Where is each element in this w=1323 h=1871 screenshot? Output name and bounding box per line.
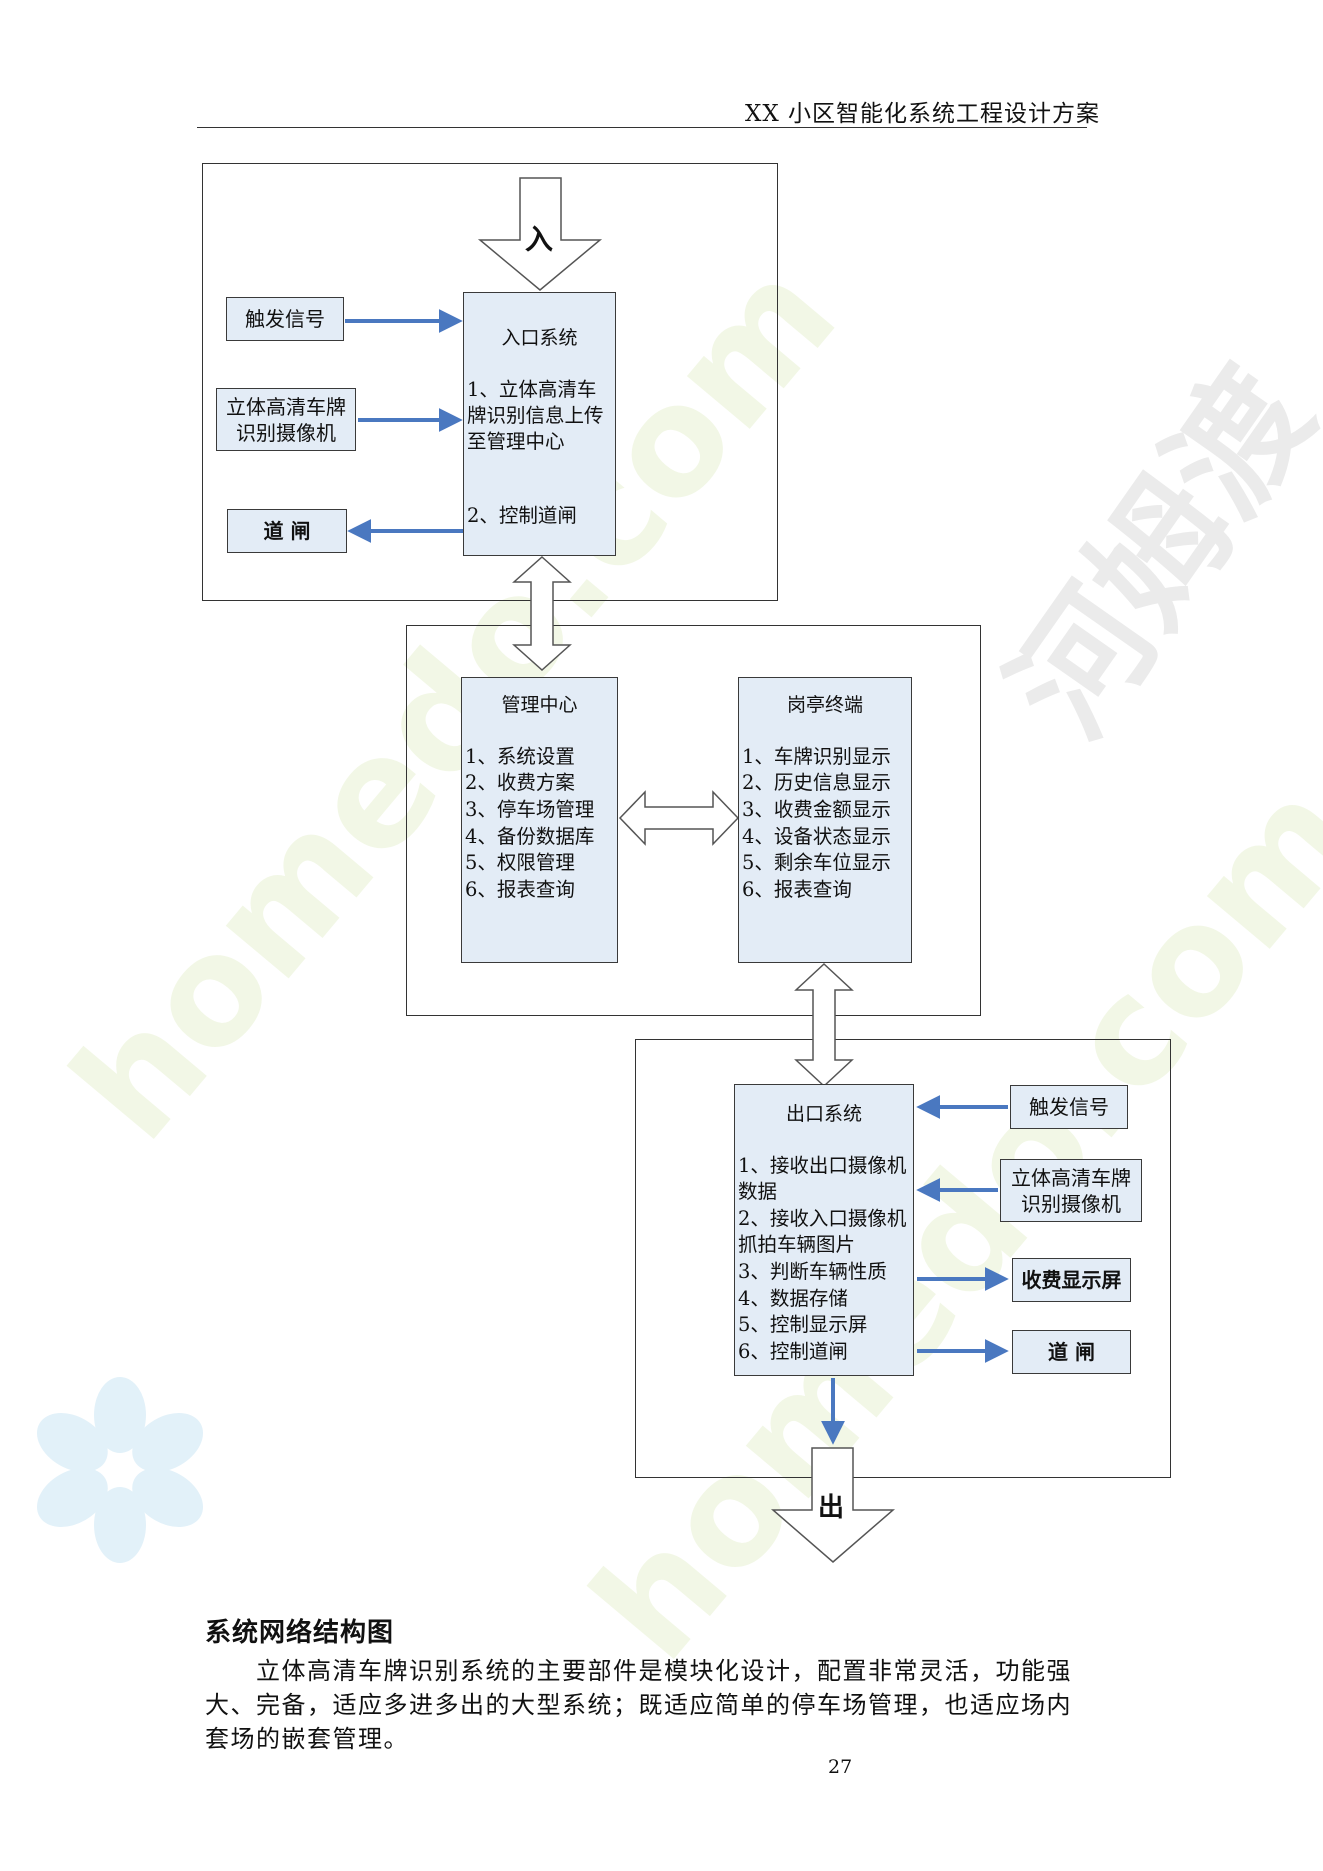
exit-system-box: 出口系统 1、接收出口摄像机 数据 2、接收入口摄像机 抓拍车辆图片 3、判断车… <box>734 1084 914 1376</box>
exit-system-line: 6、控制道闸 <box>738 1340 848 1363</box>
exit-gate-box: 道 闸 <box>1012 1330 1131 1374</box>
entry-camera-line-2: 识别摄像机 <box>236 420 336 445</box>
management-center-line: 6、报表查询 <box>465 878 575 901</box>
management-center-line: 3、停车场管理 <box>465 798 595 821</box>
management-center-line: 1、系统设置 <box>465 745 575 768</box>
exit-system-line: 数据 <box>738 1180 778 1203</box>
exit-arrow-label: 出 <box>818 1493 845 1523</box>
entry-camera-box: 立体高清车牌 识别摄像机 <box>216 388 356 451</box>
entry-arrow-label: 入 <box>525 223 554 256</box>
exit-system-line: 4、数据存储 <box>738 1287 848 1310</box>
exit-system-line: 3、判断车辆性质 <box>738 1260 887 1283</box>
booth-terminal-box: 岗亭终端 1、车牌识别显示 2、历史信息显示 3、收费金额显示 4、设备状态显示… <box>738 677 912 963</box>
exit-camera-line-2: 识别摄像机 <box>1021 1191 1121 1216</box>
exit-system-title: 出口系统 <box>785 1103 862 1125</box>
exit-camera-line-1: 立体高清车牌 <box>1011 1165 1131 1190</box>
paragraph-line: 立体高清车牌识别系统的主要部件是模块化设计，配置非常灵活，功能强 <box>205 1657 1072 1685</box>
management-center-title: 管理中心 <box>501 694 578 716</box>
entry-system-line: 牌识别信息上传 <box>467 404 604 427</box>
paragraph-line: 大、完备，适应多进多出的大型系统；既适应简单的停车场管理，也适应场内 <box>205 1691 1072 1719</box>
booth-terminal-line: 2、历史信息显示 <box>742 771 891 794</box>
watermark-flower-logo <box>20 1370 220 1570</box>
entry-system-box: 入口系统 1、立体高清车 牌识别信息上传 至管理中心 2、控制道闸 <box>463 292 616 556</box>
exit-display-box: 收费显示屏 <box>1012 1258 1131 1302</box>
entry-system-line: 1、立体高清车 <box>467 378 597 401</box>
section-title: 系统网络结构图 <box>205 1618 395 1648</box>
page-header-title: XX 小区智能化系统工程设计方案 <box>745 101 1101 127</box>
booth-terminal-title: 岗亭终端 <box>786 694 863 716</box>
exit-frame <box>635 1039 1171 1478</box>
entry-mgmt-double-arrow <box>512 555 572 672</box>
management-center-box: 管理中心 1、系统设置 2、收费方案 3、停车场管理 4、备份数据库 5、权限管… <box>461 677 618 963</box>
page-number: 27 <box>828 1756 853 1778</box>
entry-system-line: 至管理中心 <box>467 430 565 453</box>
entry-trigger-box: 触发信号 <box>226 297 344 341</box>
section-paragraph: 立体高清车牌识别系统的主要部件是模块化设计，配置非常灵活，功能强 大、完备，适应… <box>205 1654 1125 1756</box>
management-center-line: 2、收费方案 <box>465 771 575 794</box>
exit-trigger-box: 触发信号 <box>1010 1085 1128 1129</box>
exit-system-line: 5、控制显示屏 <box>738 1313 868 1336</box>
booth-terminal-line: 4、设备状态显示 <box>742 825 891 848</box>
entry-gate-box: 道 闸 <box>227 509 347 553</box>
center-frame <box>406 625 981 1016</box>
entry-frame <box>202 163 778 601</box>
booth-terminal-line: 3、收费金额显示 <box>742 798 891 821</box>
exit-system-line: 1、接收出口摄像机 <box>738 1154 907 1177</box>
booth-exit-double-arrow <box>794 962 854 1088</box>
exit-system-line: 2、接收入口摄像机 <box>738 1207 907 1230</box>
exit-camera-box: 立体高清车牌 识别摄像机 <box>1000 1159 1142 1222</box>
management-center-line: 5、权限管理 <box>465 851 575 874</box>
exit-down-arrow <box>770 1447 896 1563</box>
booth-terminal-line: 6、报表查询 <box>742 878 852 901</box>
paragraph-line: 套场的嵌套管理。 <box>205 1725 409 1753</box>
exit-system-line: 抓拍车辆图片 <box>738 1233 856 1256</box>
booth-terminal-line: 1、车牌识别显示 <box>742 745 891 768</box>
management-center-line: 4、备份数据库 <box>465 825 595 848</box>
mgmt-booth-double-arrow <box>618 790 740 846</box>
entry-down-arrow <box>477 177 603 291</box>
entry-camera-line-1: 立体高清车牌 <box>226 394 346 419</box>
header-rule <box>197 127 1087 128</box>
booth-terminal-line: 5、剩余车位显示 <box>742 851 891 874</box>
entry-system-title: 入口系统 <box>501 327 578 349</box>
entry-system-line: 2、控制道闸 <box>467 504 577 527</box>
